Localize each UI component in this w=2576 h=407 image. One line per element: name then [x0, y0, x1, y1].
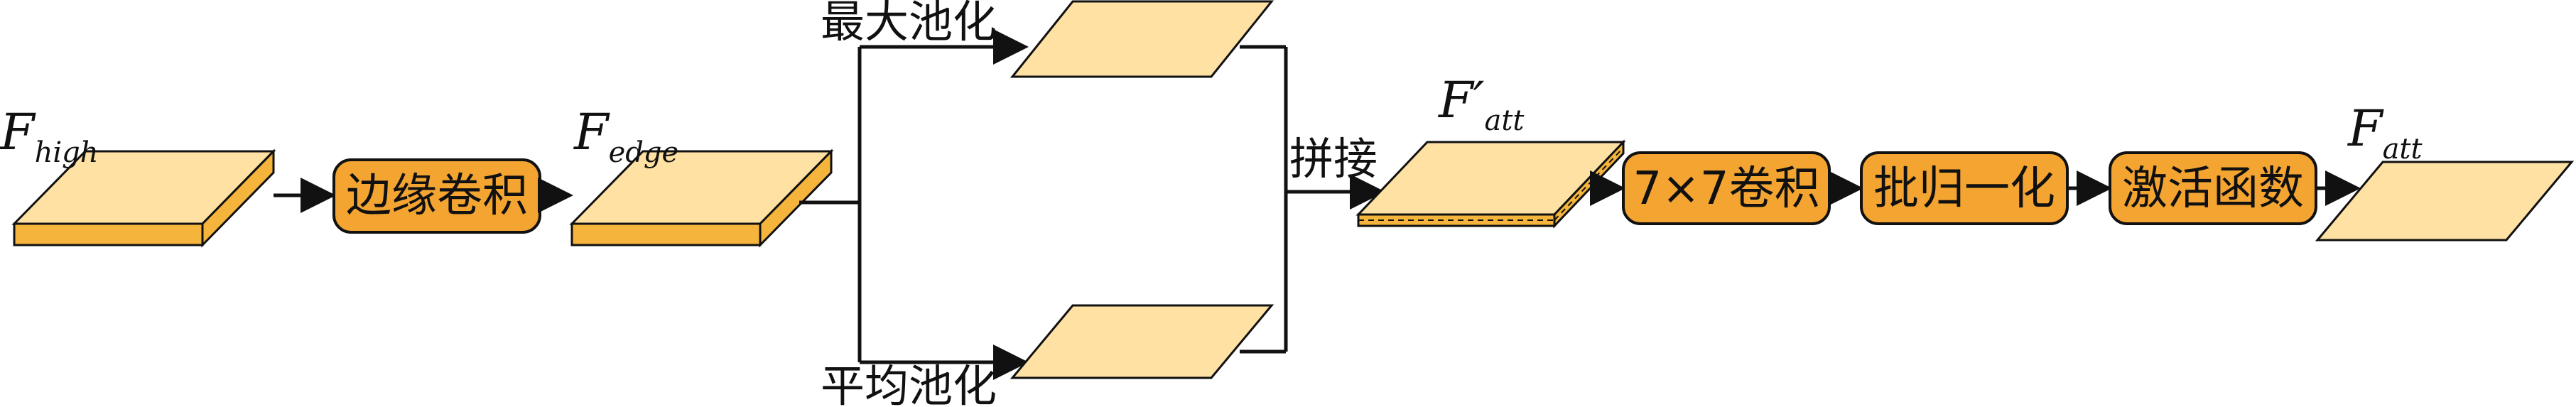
activation-box: 激活函数 — [2109, 151, 2317, 225]
f-att-prime-label: F′att — [1437, 71, 1525, 137]
avg-pool-plane — [1010, 304, 1275, 379]
batch-norm-label: 批归一化 — [1873, 163, 2055, 215]
conv7-label: 7×7卷积 — [1633, 163, 1819, 215]
max-pool-plane — [1010, 0, 1275, 78]
concat-label: 拼接 — [1289, 133, 1378, 185]
f-att-prime-concat-slab — [1355, 139, 1626, 229]
f-high-label: Fhigh — [0, 103, 99, 169]
f-att-output-plane — [2315, 161, 2575, 242]
max-pool-label: 最大池化 — [821, 0, 997, 48]
avg-pool-label: 平均池化 — [821, 360, 997, 407]
f-high-feature-slab — [11, 148, 276, 248]
edge-conv-box: 边缘卷积 — [332, 158, 541, 234]
f-edge-label: Fedge — [573, 103, 678, 169]
f-att-label: Fatt — [2347, 99, 2423, 165]
conv7-box: 7×7卷积 — [1622, 151, 1831, 225]
edge-conv-label: 边缘卷积 — [346, 170, 528, 222]
f-edge-feature-slab — [569, 148, 834, 248]
activation-label: 激活函数 — [2122, 163, 2304, 215]
batch-norm-box: 批归一化 — [1860, 151, 2069, 225]
